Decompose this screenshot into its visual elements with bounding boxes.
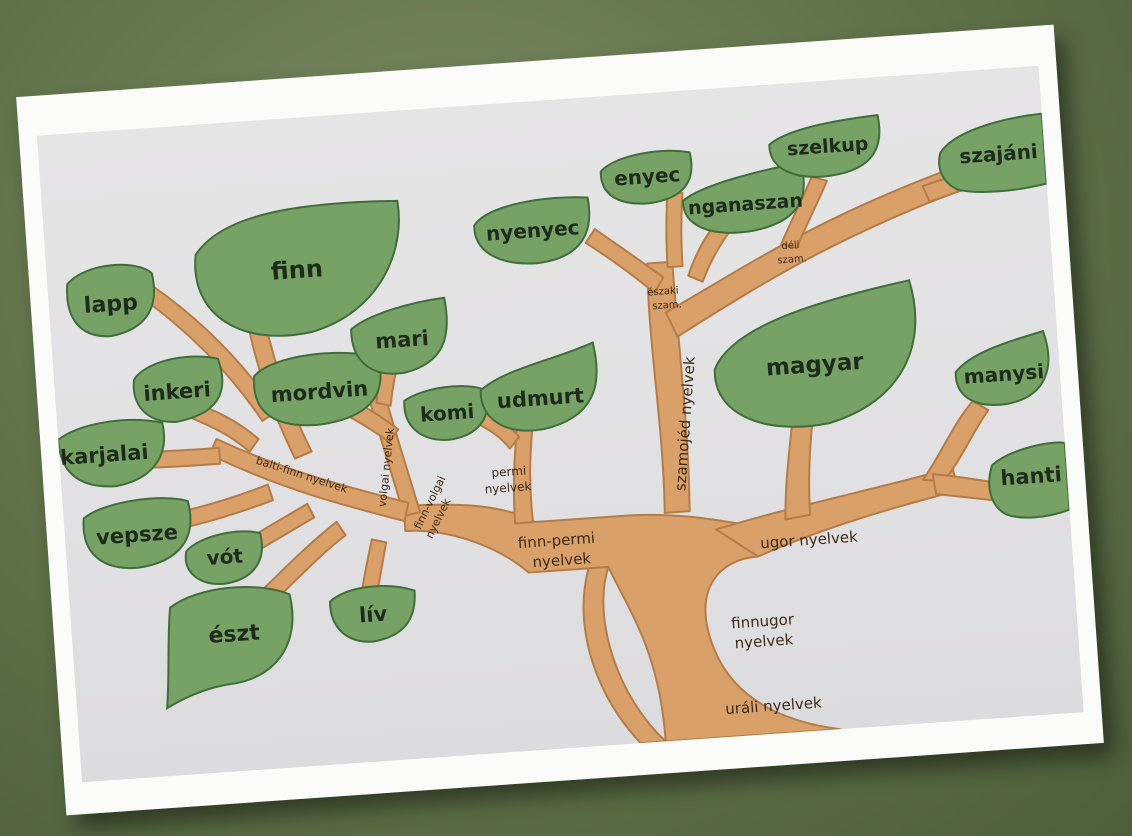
branch-nyenyec: [584, 228, 665, 295]
leaf-label-hanti: hanti: [1000, 462, 1063, 490]
leaf-label-vepsze: vepsze: [95, 520, 178, 550]
leaf-inkeri: inkeri: [132, 355, 224, 423]
leaf-label-finn: finn: [270, 254, 324, 286]
leaf-label-liv: lív: [358, 602, 388, 628]
label-deli-1: déli: [781, 239, 800, 252]
branch-szelkup: [780, 175, 828, 250]
leaf-label-enyec: enyec: [613, 162, 681, 191]
label-finnugor-2: nyelvek: [734, 630, 794, 652]
leaf-karjalai: karjalai: [57, 418, 165, 488]
leaf-label-manysi: manysi: [963, 359, 1045, 389]
leaf-nyenyec: nyenyec: [473, 196, 591, 265]
trunk-left-loop: [582, 565, 667, 745]
leaf-vot: vót: [184, 530, 263, 585]
leaf-label-lapp: lapp: [83, 290, 139, 319]
branch-balti: [208, 438, 410, 523]
label-permi-2: nyelvek: [484, 479, 532, 496]
leaf-label-komi: komi: [419, 399, 475, 427]
tree-diagram: lapp finn inkeri karjalai: [36, 65, 1084, 783]
leaf-vepsze: vepsze: [82, 497, 192, 570]
label-finn-permi-2: nyelvek: [532, 549, 592, 571]
leaf-liv: lív: [329, 585, 416, 643]
leaf-szelkup: szelkup: [768, 114, 881, 178]
leaf-finn: finn: [194, 199, 400, 337]
leaf-udmurt: udmurt: [479, 341, 598, 432]
leaf-manysi: manysi: [954, 329, 1050, 406]
leaf-nganaszan: nganaszan: [682, 161, 805, 234]
leaves: lapp finn inkeri karjalai: [57, 112, 1071, 710]
leaf-label-szajani: szajáni: [959, 139, 1039, 168]
leaf-magyar: magyar: [713, 279, 917, 428]
leaf-label-eszt: észt: [208, 620, 261, 649]
label-finn-permi-1: finn-permi: [517, 529, 595, 552]
leaf-mordvin: mordvin: [253, 351, 382, 427]
leaf-label-inkeri: inkeri: [143, 377, 212, 406]
branch-enyec: [665, 190, 684, 269]
photo-frame: lapp finn inkeri karjalai: [16, 24, 1104, 816]
leaf-hanti: hanti: [988, 441, 1071, 519]
leaf-szajani: szajáni: [938, 112, 1048, 193]
label-permi-1: permi: [491, 463, 527, 479]
label-finnugor-1: finnugor: [731, 610, 796, 632]
label-eszaki-2: szam.: [652, 299, 682, 312]
leaf-lapp: lapp: [66, 263, 156, 338]
tree-svg: lapp finn inkeri karjalai: [57, 112, 1071, 745]
branch-manysi: [922, 400, 990, 483]
label-deli-2: szam.: [777, 253, 807, 266]
leaf-eszt: észt: [166, 586, 294, 710]
leaf-enyec: enyec: [599, 149, 693, 205]
leaf-label-mari: mari: [374, 326, 429, 354]
label-eszaki-1: északi: [647, 284, 679, 298]
leaf-komi: komi: [403, 385, 489, 441]
leaf-mari: mari: [350, 296, 448, 375]
leaf-label-vot: vót: [206, 543, 244, 570]
